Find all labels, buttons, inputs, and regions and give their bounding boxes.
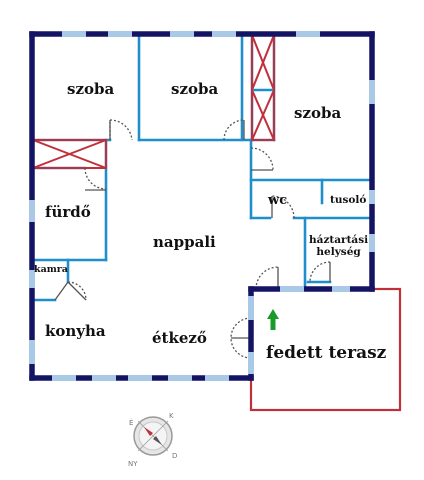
windows [29, 31, 375, 381]
room-label-szoba-2: szoba [171, 80, 219, 98]
shaft-vertical [251, 34, 275, 141]
room-label-haztartasi-line1: háztartási [309, 234, 369, 246]
compass-e: K [169, 412, 174, 420]
room-label-kamra: kamra [34, 264, 68, 275]
room-label-terasz: fedett terasz [266, 343, 387, 363]
room-label-haztartasi-line2: helység [316, 246, 361, 259]
compass-s: D [172, 452, 177, 460]
room-label-szoba-3: szoba [294, 104, 342, 122]
room-label-konyha: konyha [45, 322, 106, 340]
compass-n: É [129, 418, 133, 427]
compass-icon: É K D NY [128, 412, 177, 468]
room-label-tusolo: tusoló [330, 194, 367, 206]
room-label-haztartasi: háztartási helység [309, 234, 368, 258]
north-arrow-icon [267, 309, 279, 330]
room-label-szoba-1: szoba [67, 80, 115, 98]
doors [54, 119, 331, 359]
room-label-furdo: fürdő [45, 203, 91, 221]
compass-w: NY [128, 460, 138, 468]
room-label-nappali: nappali [153, 233, 216, 251]
room-label-wc: wc [268, 193, 288, 208]
shaft-horizontal [32, 139, 107, 169]
room-label-etkezo: étkező [152, 329, 207, 347]
